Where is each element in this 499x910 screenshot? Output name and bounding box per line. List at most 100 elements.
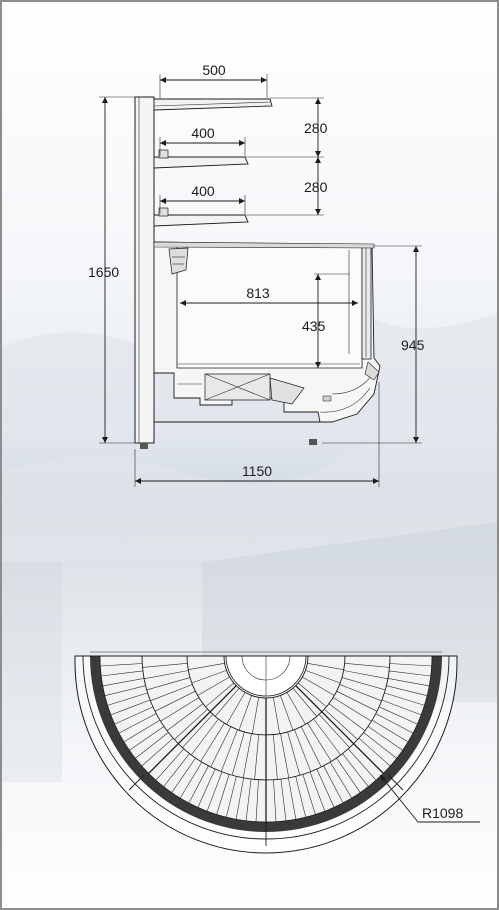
shelf-rib bbox=[381, 699, 422, 716]
shelf-spacing-bottom-label: 280 bbox=[304, 179, 328, 195]
shelf-rib bbox=[307, 663, 344, 670]
shelf-rib bbox=[367, 726, 403, 751]
shelf-rib bbox=[110, 699, 151, 716]
shelf-rib bbox=[135, 732, 169, 759]
shelf-rib bbox=[286, 692, 306, 725]
shelf-rib bbox=[343, 670, 388, 680]
dimension-lines bbox=[99, 74, 422, 487]
shelf-rib bbox=[231, 731, 245, 776]
shelf-rib bbox=[280, 779, 287, 821]
shelf-rib bbox=[295, 776, 306, 818]
shelf-rib bbox=[166, 703, 204, 731]
shelf-rib bbox=[141, 737, 174, 767]
shelf-rib bbox=[378, 706, 418, 725]
shelf-2 bbox=[153, 149, 249, 169]
shelf-rib bbox=[205, 682, 234, 708]
shelf-rib bbox=[226, 776, 237, 818]
shelf-rib bbox=[235, 777, 244, 820]
shelf-rib bbox=[182, 714, 214, 748]
shelf-divider bbox=[148, 685, 237, 774]
shelf-rib bbox=[280, 733, 290, 778]
shelf-rib bbox=[160, 697, 199, 722]
total-depth-label: 1150 bbox=[242, 463, 272, 479]
back-panel bbox=[134, 96, 155, 444]
shelf-rib bbox=[238, 695, 252, 731]
shelf-rib bbox=[104, 685, 146, 696]
shelf-rib bbox=[114, 706, 154, 725]
shelf-rib bbox=[288, 777, 297, 820]
shelf-rib bbox=[342, 753, 369, 787]
shelf-spacing-top-label: 280 bbox=[304, 120, 328, 136]
plan-shelf-ribs bbox=[100, 663, 432, 822]
shelf-rib bbox=[188, 765, 209, 804]
shelf-rib bbox=[387, 678, 430, 687]
shelf-rib bbox=[324, 708, 358, 740]
shelf-rib bbox=[107, 692, 148, 706]
shelf-rib bbox=[245, 779, 252, 821]
shelf-rib bbox=[100, 663, 143, 667]
shelf-rib bbox=[154, 690, 196, 712]
shelf-rib bbox=[210, 726, 232, 768]
shelf-rib bbox=[363, 732, 397, 759]
shelf-rib bbox=[294, 729, 312, 772]
shelf-rib bbox=[101, 670, 143, 677]
well-depth-label: 813 bbox=[246, 285, 270, 301]
shelf-rib bbox=[102, 678, 145, 687]
shelf-3-depth-label: 400 bbox=[191, 183, 215, 199]
shelf-rib bbox=[254, 734, 259, 780]
shelf-rib bbox=[191, 670, 227, 684]
shelf-rib bbox=[329, 761, 353, 799]
shelf-rib bbox=[318, 714, 350, 748]
shelf-rib bbox=[287, 731, 301, 776]
shelf-rib bbox=[384, 692, 425, 706]
shelf-rib bbox=[146, 677, 191, 691]
cabinet-body bbox=[153, 241, 381, 423]
shelf-rib bbox=[307, 723, 332, 762]
shelf-rib bbox=[386, 685, 428, 696]
shelf-rib bbox=[226, 692, 246, 725]
shelf-rib bbox=[309, 771, 326, 812]
shelf-rib bbox=[298, 682, 327, 708]
shelf-rib bbox=[280, 695, 294, 731]
shelf-rib bbox=[118, 713, 157, 734]
shelf-rib bbox=[191, 718, 219, 756]
shelf-rib bbox=[150, 684, 193, 702]
shelf-rib bbox=[252, 697, 259, 734]
shelf-rib bbox=[333, 697, 372, 722]
shelf-rib bbox=[300, 726, 322, 768]
shelf-1 bbox=[153, 98, 273, 111]
shelf-rib bbox=[336, 690, 378, 712]
shelf-rib bbox=[123, 719, 161, 743]
front-foot bbox=[309, 439, 317, 445]
shelf-rib bbox=[188, 663, 225, 670]
shelf-rib bbox=[197, 768, 216, 808]
counter-height-label: 945 bbox=[401, 337, 425, 353]
radius-leader bbox=[379, 774, 419, 823]
shelf-2-depth-label: 400 bbox=[191, 125, 215, 141]
shelf-rib bbox=[273, 697, 280, 734]
shelf-rib bbox=[389, 670, 431, 677]
shelf-rib bbox=[155, 748, 185, 781]
shelf-rib bbox=[179, 761, 203, 799]
shelf-rib bbox=[341, 677, 386, 691]
shelf-rib bbox=[371, 719, 409, 743]
shelf-rib bbox=[216, 774, 230, 815]
shelf-rib bbox=[389, 663, 432, 667]
shelf-rib bbox=[313, 718, 341, 756]
shelf-rib bbox=[305, 670, 341, 684]
plan-view: R1098 bbox=[74, 651, 480, 854]
total-height-label: 1650 bbox=[88, 264, 119, 280]
shelf-rib bbox=[171, 757, 196, 793]
shelf-rib bbox=[302, 676, 335, 696]
shelf-rib bbox=[142, 663, 188, 668]
side-view: 500 400 400 280 280 1650 813 435 945 115… bbox=[88, 62, 425, 487]
shelf-rib bbox=[358, 737, 391, 767]
shelf-rib bbox=[339, 684, 382, 702]
shelf-rib bbox=[328, 703, 366, 731]
shelf-rib bbox=[200, 723, 225, 762]
shelf-rib bbox=[163, 753, 190, 787]
shelf-rib bbox=[197, 676, 230, 696]
shelf-rib bbox=[255, 779, 259, 822]
